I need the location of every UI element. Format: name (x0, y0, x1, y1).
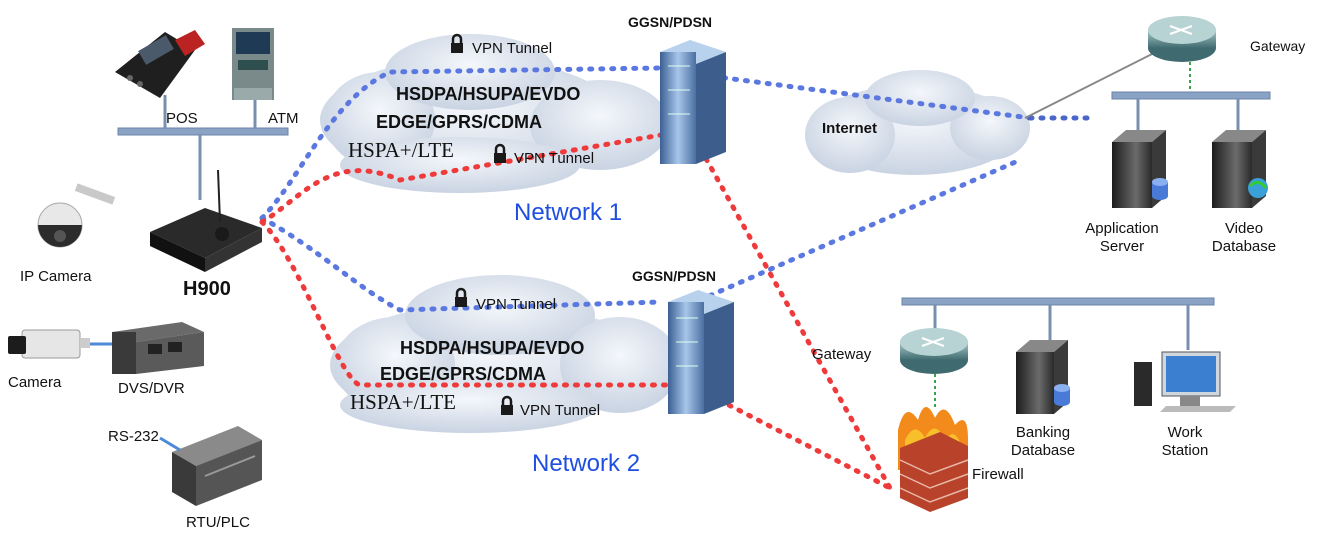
h900-router-icon (150, 169, 262, 272)
rtu-plc-label: RTU/PLC (186, 514, 250, 531)
firewall-icon (898, 406, 969, 512)
rtu-plc-icon (172, 426, 262, 506)
network1-tech-line3: HSPA+/LTE (348, 138, 454, 162)
banking-database-icon (1016, 340, 1070, 414)
video-database-icon (1212, 130, 1268, 208)
network1-cloud (320, 34, 670, 193)
banking-database-label: Banking Database (1000, 424, 1086, 460)
network2-label: Network 2 (532, 450, 641, 477)
internet-cloud (805, 70, 1030, 175)
workstation-label-line1: Work (1167, 424, 1203, 441)
ggsn-pdsn-server-2-icon (668, 290, 734, 414)
lock-icon (451, 33, 463, 53)
video-database-label: Video Database (1196, 220, 1292, 256)
network2-cloud (330, 275, 680, 433)
lock-icon (501, 395, 513, 415)
ggsn-pdsn-1-label: GGSN/PDSN (628, 14, 713, 30)
dvs-dvr-label: DVS/DVR (118, 380, 185, 397)
internet-label: Internet (822, 120, 878, 137)
ggsn-pdsn-2-label: GGSN/PDSN (632, 268, 717, 284)
banking-database-label-line2: Database (1010, 442, 1076, 459)
vpn-tunnel-1b-label: VPN Tunnel (514, 150, 595, 167)
network2-tech-line1: HSDPA/HSUPA/EVDO (400, 338, 585, 358)
workstation-label-line2: Station (1161, 442, 1209, 459)
lock-icon (455, 287, 467, 307)
application-server-label: Application Server (1080, 220, 1164, 256)
banking-database-label-line1: Banking (1015, 424, 1071, 441)
ggsn-pdsn-server-1-icon (660, 40, 726, 164)
pos-atm-bus (117, 95, 289, 200)
workstation-label: Work Station (1150, 424, 1220, 460)
dvs-dvr-icon (112, 322, 204, 374)
blue-links (259, 65, 1098, 313)
ip-camera-label: IP Camera (20, 268, 92, 285)
bank-site-bus (901, 297, 1215, 306)
bank-gateway-label: Gateway (812, 346, 872, 363)
atm-label: ATM (268, 110, 299, 127)
camera-label: Camera (8, 374, 62, 391)
video-database-label-line1: Video (1224, 220, 1264, 237)
network1-tech-line1: HSDPA/HSUPA/EVDO (396, 84, 581, 104)
firewall-label: Firewall (972, 466, 1024, 483)
top-site-bus (1111, 91, 1271, 100)
h900-label: H900 (183, 278, 231, 300)
top-gateway-router-icon (1148, 16, 1216, 62)
atm-icon (232, 28, 274, 100)
ip-camera-icon (37, 183, 116, 248)
internet-gateway-link (1024, 49, 1161, 119)
vpn-tunnel-2a-label: VPN Tunnel (476, 296, 557, 313)
camera-icon (8, 329, 90, 359)
network1-label: Network 1 (514, 199, 623, 226)
network1-tech-line2: EDGE/GPRS/CDMA (376, 112, 543, 132)
workstation-icon (1134, 351, 1236, 412)
rs232-label: RS-232 (108, 428, 159, 445)
bank-gateway-router-icon (900, 328, 968, 374)
pos-terminal-icon (115, 30, 205, 98)
application-server-label-line2: Server (1099, 238, 1145, 255)
vpn-tunnel-1a-label: VPN Tunnel (472, 40, 553, 57)
lock-icon (494, 143, 506, 163)
pos-label: POS (166, 110, 198, 127)
network2-tech-line3: HSPA+/LTE (350, 390, 456, 414)
application-server-icon (1112, 130, 1168, 208)
network2-tech-line2: EDGE/GPRS/CDMA (380, 364, 547, 384)
application-server-label-line1: Application (1085, 220, 1159, 237)
top-gateway-label: Gateway (1250, 38, 1306, 54)
video-database-label-line2: Database (1211, 238, 1277, 255)
rs232-cable (159, 436, 181, 452)
vpn-tunnel-2b-label: VPN Tunnel (520, 402, 601, 419)
